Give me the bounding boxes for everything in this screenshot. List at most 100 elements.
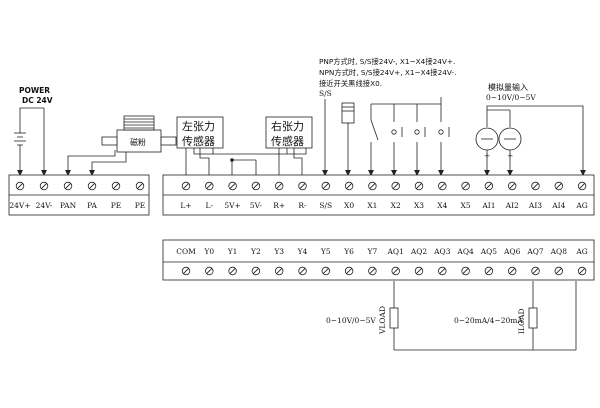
terminal-screw <box>531 181 540 191</box>
terminal-label: AG <box>575 247 587 256</box>
terminal-label: AQ6 <box>503 247 521 256</box>
terminal-screw <box>181 266 191 276</box>
terminal-screw <box>205 181 214 191</box>
terminal-label: L- <box>206 201 214 210</box>
terminal-label: AQ4 <box>456 247 474 256</box>
terminal-screw <box>87 181 97 191</box>
terminal-label: Y6 <box>343 247 354 256</box>
powder-brake: 磁粉 <box>65 115 177 176</box>
terminal-screw <box>321 181 330 191</box>
terminal-label: 5V- <box>250 201 262 210</box>
iload-range: 0~20mA/4~20mA <box>454 316 523 325</box>
terminal-label: X2 <box>391 201 401 210</box>
terminal-screw <box>461 266 470 276</box>
terminal-label: Y4 <box>297 247 308 256</box>
terminal-screw <box>251 266 261 276</box>
terminal-screw <box>484 181 494 191</box>
brake-label: 磁粉 <box>130 137 146 147</box>
terminal-label: R+ <box>273 201 285 210</box>
terminal-label: 24V+ <box>9 201 30 210</box>
left-tension-sensor: 左张力 传感器 <box>176 116 224 149</box>
terminal-screw <box>438 181 447 191</box>
voltage-load: 0~10V/0~5V VLOAD <box>326 281 577 351</box>
terminal-screw <box>39 181 49 191</box>
terminal-screw <box>15 181 25 191</box>
terminal-label: X1 <box>367 201 377 210</box>
terminal-screw <box>508 181 517 191</box>
terminal-label: AQ8 <box>550 247 568 256</box>
terminal-screw <box>298 181 307 191</box>
vload-name: VLOAD <box>378 306 387 335</box>
terminal-label: Y3 <box>273 247 284 256</box>
terminal-label: PA <box>87 201 97 210</box>
terminal-screw <box>251 181 261 191</box>
terminal-screw <box>414 266 424 276</box>
terminal-screw <box>135 181 145 191</box>
terminal-label: 5V+ <box>224 201 240 210</box>
terminal-screw <box>205 266 214 276</box>
terminal-label: 24V- <box>36 201 53 210</box>
terminal-label: AQ7 <box>526 247 544 256</box>
terminal-label: X5 <box>461 201 471 210</box>
terminal-screw <box>391 181 400 191</box>
terminal-screw <box>368 181 377 191</box>
terminal-label: AQ1 <box>387 247 404 256</box>
right-sensor-line2: 传感器 <box>271 135 304 148</box>
note-line-1: PNP方式时, S/S接24V-, X1~X4接24V+. <box>319 57 455 66</box>
proximity-switch <box>341 102 355 176</box>
terminal-label: PAN <box>60 201 77 210</box>
left-sensor-line2: 传感器 <box>182 135 215 148</box>
power-voltage: DC 24V <box>22 96 53 105</box>
terminal-label: R- <box>298 201 307 210</box>
terminal-screw <box>391 266 400 276</box>
terminal-screw <box>344 266 354 276</box>
current-load: 0~20mA/4~20mA ILOAD <box>454 281 538 350</box>
terminal-screw <box>554 266 563 276</box>
left-sensor-line1: 左张力 <box>182 120 215 133</box>
terminal-screw <box>275 181 284 191</box>
terminal-screw <box>438 266 447 276</box>
analog-title: 模拟量输入 <box>488 82 528 92</box>
sensor-wiring <box>185 148 307 175</box>
terminal-label: AI2 <box>505 201 519 210</box>
terminal-label: Y7 <box>367 247 378 256</box>
terminal-label: X4 <box>437 201 447 210</box>
terminal-label: X0 <box>344 201 354 210</box>
terminal-screw <box>275 266 284 276</box>
terminal-label: Y2 <box>250 247 261 256</box>
note-line-2: NPN方式时, S/S接24V+, X1~X4接24V-. <box>319 68 456 77</box>
terminal-screw <box>577 266 587 276</box>
terminal-screw <box>577 181 587 191</box>
terminal-screw <box>63 181 73 191</box>
terminal-label: AG <box>575 201 587 210</box>
terminal-label: S/S <box>319 201 332 210</box>
terminal-label: L+ <box>180 201 191 210</box>
terminal-screw <box>531 266 540 276</box>
terminal-screw <box>414 181 424 191</box>
terminal-label: Y1 <box>227 247 238 256</box>
terminal-label: Y5 <box>320 247 331 256</box>
terminal-label: PE <box>135 201 146 210</box>
terminal-label: AQ3 <box>433 247 451 256</box>
right-tension-sensor: 右张力 传感器 <box>265 116 313 149</box>
terminal-label: COM <box>176 247 196 256</box>
terminal-screw <box>228 266 237 276</box>
ss-label: S/S <box>319 89 332 98</box>
analog-meters: + + <box>475 105 586 176</box>
terminal-screw <box>181 181 191 191</box>
terminal-screw <box>368 266 377 276</box>
terminal-label: AQ5 <box>480 247 498 256</box>
terminal-screw <box>554 181 563 191</box>
terminal-label: AQ2 <box>410 247 428 256</box>
terminal-screw <box>228 181 237 191</box>
terminal-label: X3 <box>414 201 424 210</box>
terminal-screw <box>344 181 354 191</box>
right-sensor-line1: 右张力 <box>271 119 304 133</box>
vload-range: 0~10V/0~5V <box>326 316 376 325</box>
terminal-screw <box>508 266 517 276</box>
terminal-label: AI3 <box>528 201 542 210</box>
